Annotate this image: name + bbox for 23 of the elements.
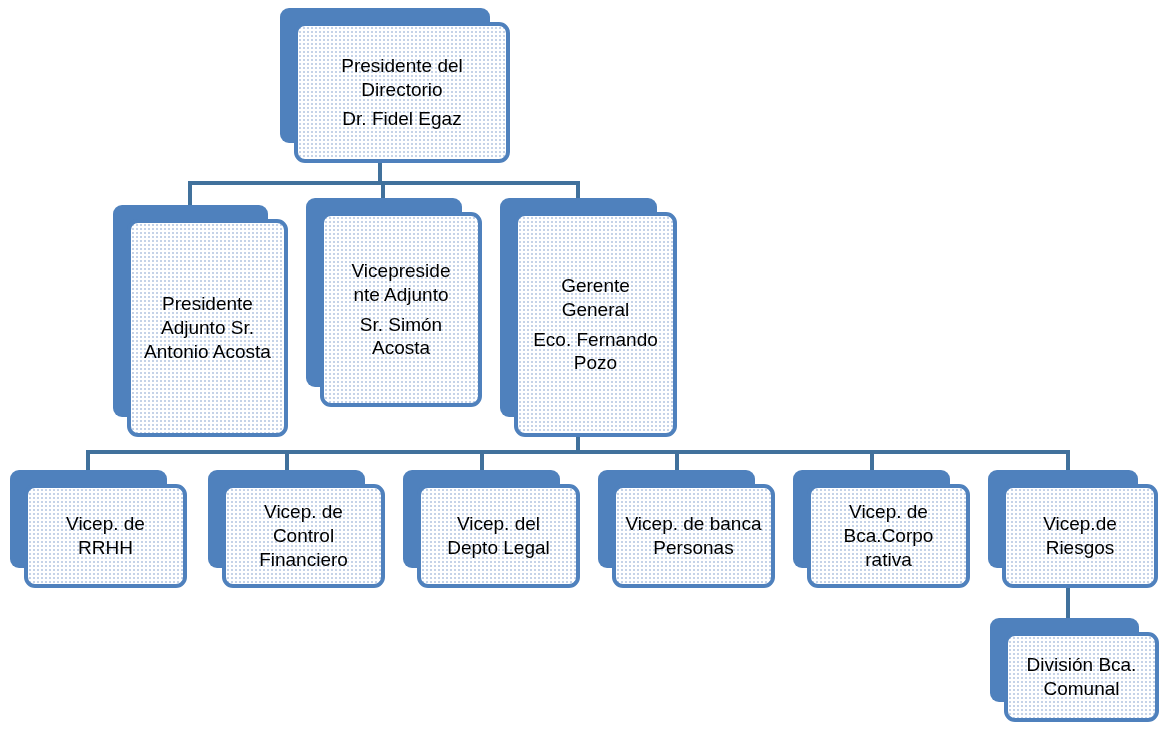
org-chart-card [403, 470, 580, 588]
org-chart-card [208, 470, 385, 588]
position-title: Vicep. de RRHH [65, 512, 146, 560]
position-title: Vicep.de Riesgos [1042, 512, 1118, 560]
position-title: Vicep. del Depto Legal [446, 512, 551, 560]
position-title: Vicep. de banca Personas [624, 512, 763, 560]
connector-line [576, 437, 1070, 470]
org-chart-card [598, 470, 775, 588]
position-title: Gerente General [560, 274, 631, 322]
position-title: Vicep. de Bca.Corpo rativa [842, 500, 935, 572]
position-title: Presidente del Directorio [340, 53, 464, 102]
org-chart-card [793, 470, 970, 588]
connector-line [1066, 588, 1070, 618]
person-name: Eco. Fernando Pozo [532, 327, 659, 375]
person-name: Dr. Fidel Egaz [342, 107, 462, 132]
position-title: Presidente Adjunto Sr. Antonio Acosta [143, 292, 272, 364]
position-title: Vicepreside nte Adjunto [350, 259, 452, 307]
position-title: División Bca. Comunal [1025, 653, 1138, 701]
org-chart-card [10, 470, 187, 588]
position-title: Vicep. de Control Financiero [258, 500, 349, 572]
person-name: Sr. Simón Acosta [358, 312, 444, 360]
org-chart-card [990, 618, 1159, 722]
org-chart-card [988, 470, 1158, 588]
